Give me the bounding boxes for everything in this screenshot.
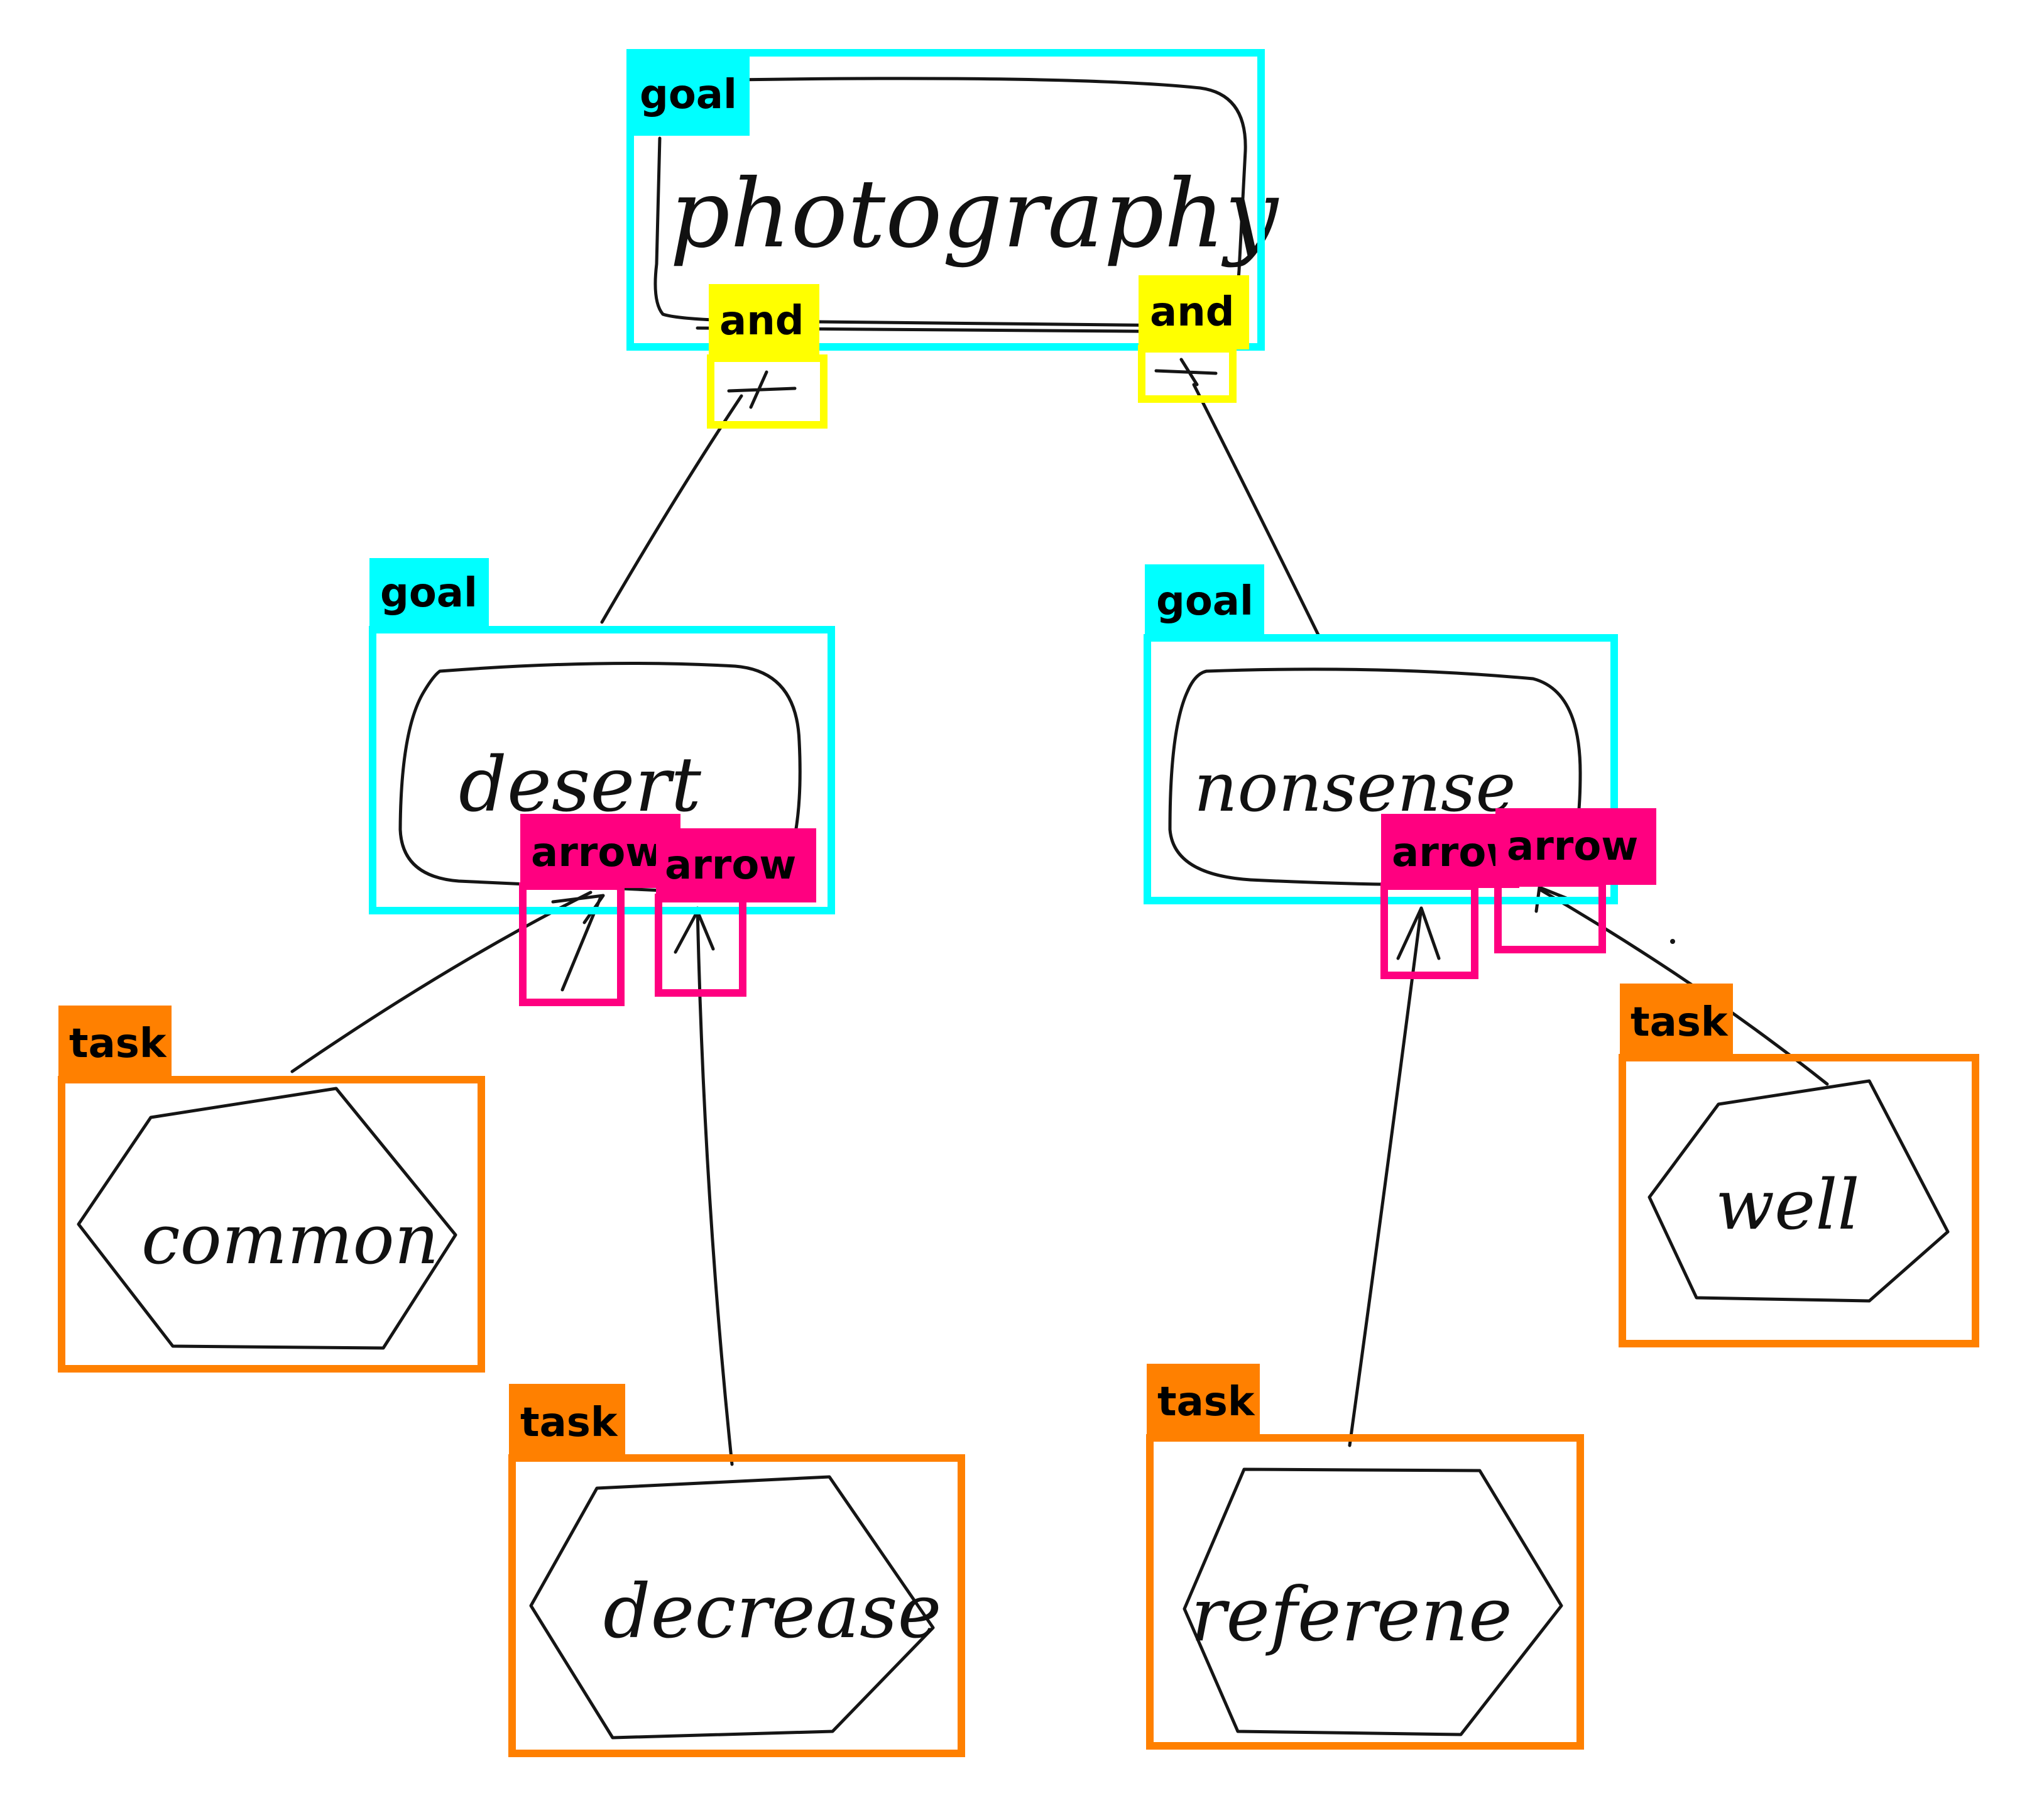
arrow-tag-well: arrow <box>1507 823 1638 870</box>
task-tag-decrease: task <box>520 1400 618 1446</box>
task-box-decrease <box>508 1454 965 1757</box>
and-tag-bg-right <box>1139 275 1249 349</box>
goal-tag-photography: goal <box>640 72 737 118</box>
and-tag-right: and <box>1150 289 1235 336</box>
task-tag-well: task <box>1631 999 1729 1046</box>
goal-tag-bg-nonsense <box>1145 564 1264 640</box>
photography-text: photography <box>670 160 1279 269</box>
referene-text: referene <box>1191 1571 1512 1658</box>
stray-ink-dot <box>1670 939 1675 944</box>
common-node-outline <box>77 1087 457 1350</box>
task-box-referene <box>1146 1434 1584 1750</box>
and-left-bar <box>727 370 797 409</box>
task-tag-referene: task <box>1157 1379 1255 1425</box>
task-tag-bg-decrease <box>509 1384 625 1461</box>
well-text: well <box>1715 1165 1860 1245</box>
and-right-bar <box>1154 358 1218 386</box>
edge-referene-nonsense <box>1348 906 1423 1447</box>
task-box-common <box>58 1076 485 1373</box>
referene-node-outline <box>1183 1467 1563 1736</box>
task-tag-bg-common <box>58 1006 172 1082</box>
and-tag-bg-left <box>709 284 819 358</box>
arrow-tag-decrease: arrow <box>665 842 796 889</box>
arrow-tag-common: arrow <box>531 830 662 876</box>
arrow-tag-bg-well <box>1495 808 1656 885</box>
common-text: common <box>141 1199 439 1280</box>
task-tag-bg-well <box>1620 984 1733 1060</box>
goal-tag-nonsense: goal <box>1156 578 1254 625</box>
decrease-text: decrease <box>603 1568 941 1655</box>
goal-box-photography <box>626 49 1265 351</box>
and-tag-left: and <box>719 298 804 344</box>
task-tag-common: task <box>69 1021 167 1067</box>
arrowhead-referene <box>1396 906 1441 960</box>
goal-tag-bg-desert <box>369 558 489 633</box>
edge-common-desert <box>290 891 593 1073</box>
task-tag-bg-referene <box>1147 1364 1260 1440</box>
edge-photography-nonsense <box>1192 383 1320 637</box>
node-shapes <box>77 77 1950 1740</box>
annotations: goal goal goal and and arrow arrow arrow <box>58 49 1979 1757</box>
decrease-node-outline <box>529 1475 935 1740</box>
goal-box-desert <box>369 626 835 914</box>
and-box-right <box>1138 345 1237 403</box>
edge-photography-desert <box>600 394 743 624</box>
photography-node-outline <box>653 77 1247 327</box>
connector-glyphs <box>551 358 1570 992</box>
goal-tag-bg-photography <box>630 53 750 136</box>
goal-tag-desert: goal <box>380 570 478 617</box>
arrow-tag-bg-common <box>520 814 680 888</box>
arrowhead-decrease <box>674 909 715 954</box>
arrow-tag-bg-decrease <box>656 828 816 902</box>
well-node-outline <box>1647 1079 1950 1303</box>
task-box-well <box>1619 1054 1979 1347</box>
